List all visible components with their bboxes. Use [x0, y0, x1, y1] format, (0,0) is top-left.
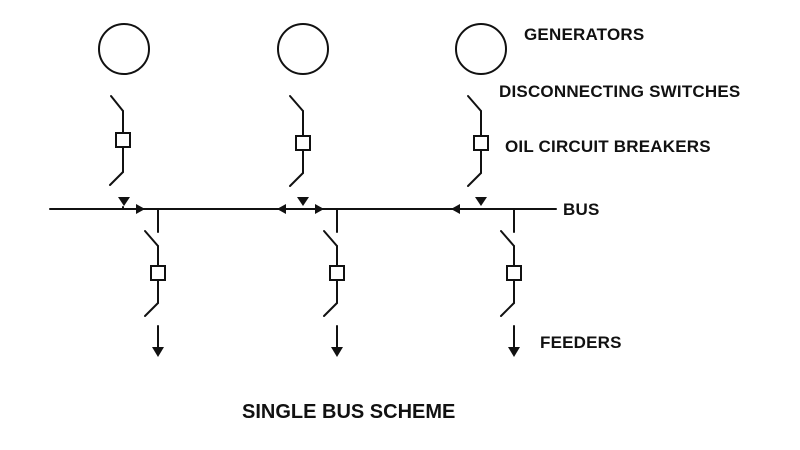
feeder-disconnecting-switch-1-lower — [144, 302, 159, 317]
feeder-oil-circuit-breaker-2 — [329, 265, 345, 281]
bus-contact-marker-2 — [297, 197, 309, 206]
feeder-branch-1 — [144, 208, 166, 351]
feeder-oil-circuit-breaker-3 — [506, 265, 522, 281]
feeders-label: FEEDERS — [540, 333, 622, 352]
generator-3 — [455, 23, 507, 75]
feeder-oil-circuit-breaker-1 — [150, 265, 166, 281]
feeder-disconnecting-switch-3-upper — [500, 230, 515, 247]
bus-label: BUS — [563, 200, 600, 219]
oil-circuit-breaker-3 — [473, 135, 489, 151]
diagram-title: SINGLE BUS SCHEME — [242, 401, 456, 423]
bus-contact-marker-3 — [475, 197, 487, 206]
generator-branch-3 — [455, 23, 507, 187]
disconnecting-switches-label: DISCONNECTING SWITCHES — [499, 82, 741, 101]
feeder-arrow-2 — [331, 347, 343, 357]
generators-label: GENERATORS — [524, 25, 645, 44]
feeder-arrow-1 — [152, 347, 164, 357]
feeder-disconnecting-switch-1-upper — [144, 230, 159, 247]
generator-branch-1 — [98, 23, 150, 210]
disconnecting-switch-2-upper — [289, 95, 304, 112]
generator-1 — [98, 23, 150, 75]
oil-circuit-breaker-2 — [295, 135, 311, 151]
bus-arrow-left-2 — [277, 204, 286, 214]
generator-branch-2 — [277, 23, 329, 187]
disconnecting-switch-1-lower — [109, 171, 124, 186]
disconnecting-switch-1-upper — [110, 95, 124, 112]
feeder-branch-2 — [323, 208, 345, 351]
oil-circuit-breaker-1 — [115, 132, 131, 148]
generator-2 — [277, 23, 329, 75]
bus-arrow-right-2 — [315, 204, 324, 214]
feeder-branch-3 — [500, 208, 522, 351]
feeder-disconnecting-switch-2-lower — [323, 302, 338, 317]
disconnecting-switch-2-lower — [289, 172, 304, 187]
disconnecting-switch-3-upper — [467, 95, 482, 112]
bus-arrow-left-3 — [451, 204, 460, 214]
disconnecting-switch-3-lower — [467, 172, 482, 187]
feeder-disconnecting-switch-2-upper — [323, 230, 338, 247]
oil-circuit-breakers-label: OIL CIRCUIT BREAKERS — [505, 137, 711, 156]
bus-contact-marker-1 — [118, 197, 130, 206]
bus-arrow-right-1 — [136, 204, 145, 214]
feeder-disconnecting-switch-3-lower — [500, 302, 515, 317]
feeder-arrow-3 — [508, 347, 520, 357]
